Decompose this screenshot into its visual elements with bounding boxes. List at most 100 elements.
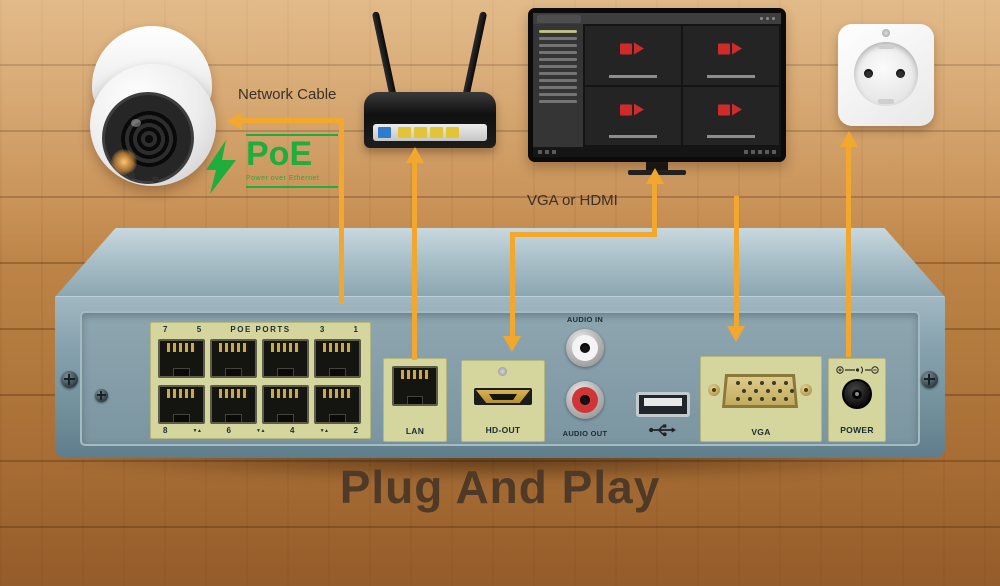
router-lan-port [446,127,459,138]
surveillance-app-titlebar [533,13,781,24]
hdmi-port [474,388,532,405]
camera-alert-icon [620,42,646,56]
outlet-screw [882,29,890,37]
camera-view-grid [583,24,781,147]
router-antenna-left [371,11,397,99]
camera-led [128,172,135,179]
poe-ports-grid [158,339,361,424]
sidebar-menu-item [539,79,577,82]
sidebar-menu-item [539,65,577,68]
usb-port [636,392,690,417]
taskbar-icon [744,150,748,154]
monitor-screen [533,13,781,157]
arrowhead-to-router [406,147,424,163]
port-number: 8 [163,426,168,435]
port-arrows-icon: ▼▲ [319,427,329,434]
lan-port [392,366,438,406]
sidebar-menu-item [539,58,577,61]
network-cable-label: Network Cable [238,86,337,103]
monitor-stand [646,160,668,171]
rj45-port [158,339,205,378]
vga-label: VGA [751,427,771,437]
audio-in-jack [566,329,604,367]
taskbar-icon [758,150,762,154]
lan-label: LAN [405,426,425,436]
port-arrows-icon: ▼▲ [192,427,202,434]
sidebar-menu-item [539,93,577,96]
app-tab [537,15,581,23]
port-number: 4 [290,426,295,435]
window-control-icon [766,17,769,20]
camera-alert-icon [620,103,646,116]
taskbar-icon [765,150,769,154]
taskbar-icon [538,150,542,154]
taskbar-icon [772,150,776,154]
taskbar-icon [751,150,755,154]
taskbar-icon [552,150,556,154]
port-number: 7 [163,325,168,334]
poe-badge: PoE Power over Ethernet [202,134,342,200]
vga-screw-post-left [708,384,720,396]
sidebar-menu-item [539,51,577,54]
app-sidebar-menu [533,24,583,147]
rj45-port [210,385,257,424]
poe-badge-subtitle: Power over Ethernet [246,175,320,182]
rj45-port [262,339,309,378]
audio-out-jack [566,381,604,419]
dc-power-jack [842,379,872,409]
vga-pin-row [742,389,794,393]
arrowhead-to-hd-out [503,336,521,352]
camera-tile-caption [707,135,755,138]
connector-line-router [412,161,417,360]
sidebar-menu-item [539,30,577,33]
nvr-top-face [55,228,945,297]
port-number: 5 [196,325,202,334]
camera-tile-caption [609,74,657,78]
taskbar-icon [545,150,549,154]
poe-ports-label: POE PORTS [230,325,291,334]
chassis-screw-right [921,371,938,388]
audio-in-label: AUDIO IN [566,315,604,324]
sidebar-menu-item [539,44,577,47]
connector-line-power [846,145,851,357]
vga-or-hdmi-label: VGA or HDMI [527,192,618,209]
connector-line-camera [240,118,344,123]
router-wan-port [378,127,391,138]
screw-icon [498,367,507,376]
plug-and-play-title: Plug And Play [339,461,661,513]
poe-ports-footer: 8 ▼▲ 6 ▼▲ 4 ▼▲ 2 [150,426,371,435]
power-label: POWER [840,425,874,435]
poe-ports-header: 7 5 POE PORTS 3 1 [150,325,371,334]
vga-screw-post-right [800,384,812,396]
audio-out-label: AUDIO OUT [562,429,608,438]
port-number: 2 [353,426,358,435]
poe-badge-line [246,186,338,188]
poe-badge-line [246,134,338,136]
ground-screw [95,389,108,402]
window-control-icon [772,17,775,20]
camera-tile [683,26,779,85]
router-lan-port [398,127,411,138]
camera-light-glow [111,149,137,175]
rj45-port [314,339,361,378]
router-lan-port [430,127,443,138]
arrowhead-to-outlet [840,131,858,147]
camera-tile-caption [609,135,657,138]
lightning-icon [206,140,236,194]
sidebar-menu-item [539,86,577,89]
camera-alert-icon [718,42,744,56]
dc-polarity-icon [836,366,879,374]
sidebar-menu-item [539,37,577,40]
window-control-icon [760,17,763,20]
connector-line-hdmi [510,232,657,237]
poe-badge-name: PoE [246,135,313,173]
port-arrows-icon: ▼▲ [256,427,265,434]
connector-line-vga [734,196,739,328]
hdmi-connector-slot [489,394,517,400]
outlet-ground-clip [878,44,894,49]
port-number: 3 [319,325,325,334]
rj45-port [210,339,257,378]
taskbar [533,147,781,157]
outlet-hole [864,69,873,78]
